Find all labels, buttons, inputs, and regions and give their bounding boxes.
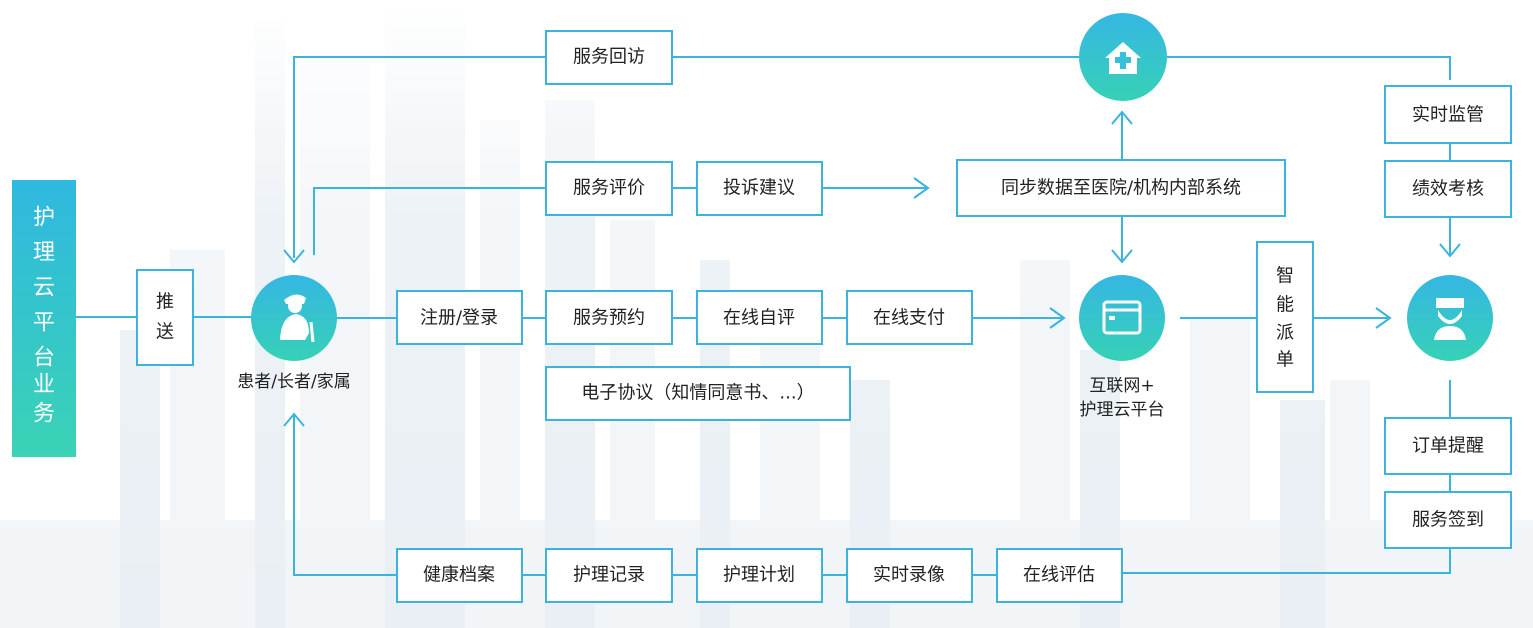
patient-caption: 患者/长者/家属 (237, 372, 350, 392)
side-title-char: 业 (33, 373, 55, 398)
sync-box: 同步数据至医院/机构内部系统 (956, 159, 1286, 217)
nursing-record-label: 护理记录 (573, 565, 645, 586)
side-title-char: 云 (33, 276, 55, 301)
video-box: 实时录像 (846, 548, 973, 603)
nursing-plan-label: 护理计划 (723, 565, 795, 586)
side-title-bar: 护 理 云 平 台 业 务 (12, 180, 76, 457)
connector-lines (76, 56, 1461, 576)
order-remind-box: 订单提醒 (1384, 417, 1512, 475)
revisit-label: 服务回访 (573, 47, 645, 68)
side-title-char: 台 (33, 346, 55, 371)
side-title-char: 平 (33, 311, 55, 336)
elderly-patient-icon (251, 275, 337, 361)
checkin-label: 服务签到 (1412, 510, 1484, 531)
complaint-box: 投诉建议 (696, 161, 823, 216)
nursing-record-box: 护理记录 (545, 548, 673, 603)
assess-box: 在线评估 (996, 548, 1123, 603)
push-char: 送 (156, 322, 174, 343)
agreement-label: 电子协议（知情同意书、...） (581, 383, 814, 404)
nurse-icon (1407, 275, 1493, 361)
platform-caption-line2: 护理云平台 (1080, 400, 1165, 420)
kpi-box: 绩效考核 (1384, 160, 1512, 218)
push-box: 推 送 (136, 269, 194, 366)
dispatch-box: 智 能 派 单 (1256, 241, 1314, 393)
health-record-label: 健康档案 (423, 565, 495, 586)
register-box: 注册/登录 (396, 290, 523, 345)
monitor-box: 实时监管 (1384, 85, 1512, 144)
pay-box: 在线支付 (846, 290, 973, 345)
side-title-char: 理 (33, 241, 55, 266)
order-remind-label: 订单提醒 (1412, 436, 1484, 457)
dispatch-char: 能 (1276, 295, 1294, 316)
dispatch-char: 单 (1276, 350, 1294, 371)
nursing-plan-box: 护理计划 (696, 548, 823, 603)
platform-caption-line1: 互联网+ (1089, 376, 1154, 396)
side-title-char: 护 (33, 206, 55, 231)
evaluate-label: 服务评价 (573, 178, 645, 199)
dispatch-char: 智 (1276, 266, 1294, 287)
self-eval-label: 在线自评 (723, 308, 795, 329)
revisit-box: 服务回访 (545, 30, 673, 85)
video-label: 实时录像 (873, 565, 945, 586)
pay-label: 在线支付 (873, 308, 945, 329)
complaint-label: 投诉建议 (723, 178, 795, 199)
kpi-label: 绩效考核 (1412, 179, 1484, 200)
self-eval-box: 在线自评 (696, 290, 823, 345)
side-title-char: 务 (33, 402, 55, 427)
hospital-cross-icon (1079, 13, 1167, 101)
health-record-box: 健康档案 (396, 548, 523, 603)
assess-label: 在线评估 (1023, 565, 1095, 586)
reserve-label: 服务预约 (573, 308, 645, 329)
sync-label: 同步数据至医院/机构内部系统 (1001, 178, 1241, 199)
checkin-box: 服务签到 (1384, 491, 1512, 549)
register-label: 注册/登录 (420, 308, 498, 329)
reserve-box: 服务预约 (545, 290, 673, 345)
monitor-label: 实时监管 (1412, 105, 1484, 126)
evaluate-box: 服务评价 (545, 161, 673, 216)
browser-window-icon (1079, 275, 1165, 361)
dispatch-char: 派 (1276, 323, 1294, 344)
agreement-box: 电子协议（知情同意书、...） (545, 366, 851, 421)
push-char: 推 (156, 292, 174, 313)
